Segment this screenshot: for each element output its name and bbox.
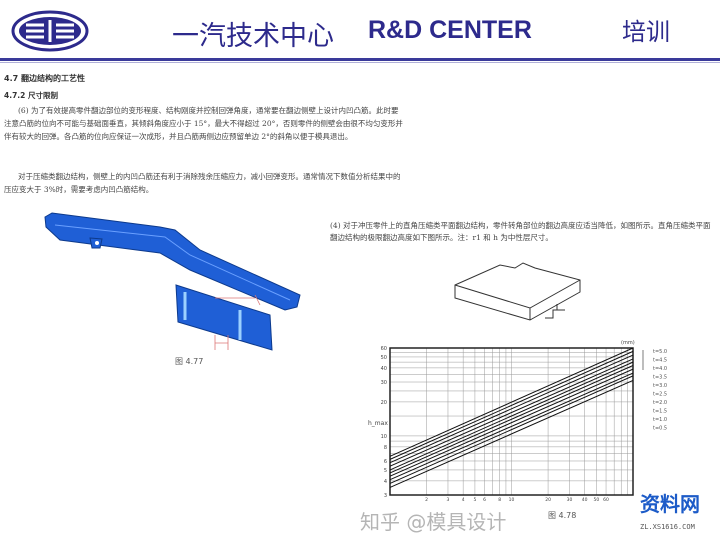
legend-entry: t=2.0 xyxy=(653,400,667,406)
series-line xyxy=(389,365,634,474)
paragraph-1: (6) 为了有效提高零件翻边部位的变形程度、结构刚度并控制回弹角度，通常要在翻边… xyxy=(4,106,403,141)
header-title-cn: 一汽技术中心 xyxy=(172,21,334,52)
series-line xyxy=(389,358,634,467)
paragraph-3: (4) 对于冲压零件上的直角压缩类平面翻边结构，零件转角部位的翻边高度应适当降低… xyxy=(330,221,711,242)
y-tick-label: 4 xyxy=(384,479,387,485)
legend-entry: t=5.0 xyxy=(653,349,667,355)
x-tick-label: 20 xyxy=(545,497,551,503)
legend-entry: t=3.0 xyxy=(653,383,667,389)
paragraph-2: 对于压缩类翻边结构，侧壁上的内凹凸筋还有利于消除残余压缩应力，减小回弹变形。通常… xyxy=(4,172,401,194)
series-line xyxy=(389,347,634,457)
figure-corner-flange xyxy=(454,262,581,321)
y-tick-label: 6 xyxy=(384,459,387,465)
legend-entry: t=4.5 xyxy=(653,358,667,364)
x-tick-label: 30 xyxy=(567,497,573,503)
x-tick-label: 10 xyxy=(509,497,515,503)
figure-caption-2: 图 4.78 xyxy=(548,511,577,520)
y-tick-label: 50 xyxy=(381,355,387,361)
site-watermark-name: 资料网 xyxy=(640,492,700,516)
header-title-en: R&D CENTER xyxy=(368,16,532,44)
header-tag: 培训 xyxy=(622,18,670,46)
y-tick-label: 60 xyxy=(381,346,387,352)
site-watermark-url: ZL.XS1616.COM xyxy=(640,523,695,531)
legend-entry: t=2.5 xyxy=(653,392,667,398)
y-tick-label: 20 xyxy=(381,400,387,406)
figure-caption-1: 图 4.77 xyxy=(175,357,204,366)
legend-entry: t=1.0 xyxy=(653,417,667,423)
x-tick-label: 60 xyxy=(603,497,609,503)
x-tick-label: 3 xyxy=(447,497,450,503)
series-line xyxy=(389,350,634,460)
legend-entry: t=4.0 xyxy=(653,366,667,372)
x-tick-label: 5 xyxy=(473,497,476,503)
x-tick-label: 40 xyxy=(582,497,588,503)
y-tick-label: 10 xyxy=(381,434,387,440)
x-tick-label: 4 xyxy=(462,497,465,503)
series-line xyxy=(389,354,634,464)
series-line xyxy=(389,372,634,481)
series-line xyxy=(389,368,634,477)
x-tick-label: 2 xyxy=(425,497,428,503)
section-heading: 4.7 翻边结构的工艺性 xyxy=(4,74,85,83)
y-tick-label: 30 xyxy=(381,380,387,386)
legend-entry: t=3.5 xyxy=(653,375,667,381)
plot-frame xyxy=(389,347,634,496)
zhihu-watermark: 知乎 @模具设计 xyxy=(360,510,507,534)
x-tick-label: 50 xyxy=(594,497,600,503)
header-divider-thin xyxy=(0,62,720,63)
legend-entry: t=1.5 xyxy=(653,409,667,415)
y-tick-label: 3 xyxy=(384,493,387,499)
y-tick-label: 40 xyxy=(381,366,387,372)
subsection-heading: 4.7.2 尺寸限制 xyxy=(4,91,58,100)
unit-label: (mm) xyxy=(621,340,635,346)
y-axis-label: h_max xyxy=(368,420,388,427)
legend-entry: t=0.5 xyxy=(653,426,667,432)
series-line xyxy=(389,379,634,488)
y-tick-label: 8 xyxy=(384,445,387,451)
series-line xyxy=(389,361,634,471)
x-tick-label: 8 xyxy=(498,497,501,503)
header-divider xyxy=(0,58,720,61)
y-tick-label: 5 xyxy=(384,468,387,474)
figure-flange-part xyxy=(44,212,301,351)
x-tick-label: 6 xyxy=(483,497,486,503)
faw-logo xyxy=(11,10,89,52)
series-line xyxy=(389,375,634,484)
